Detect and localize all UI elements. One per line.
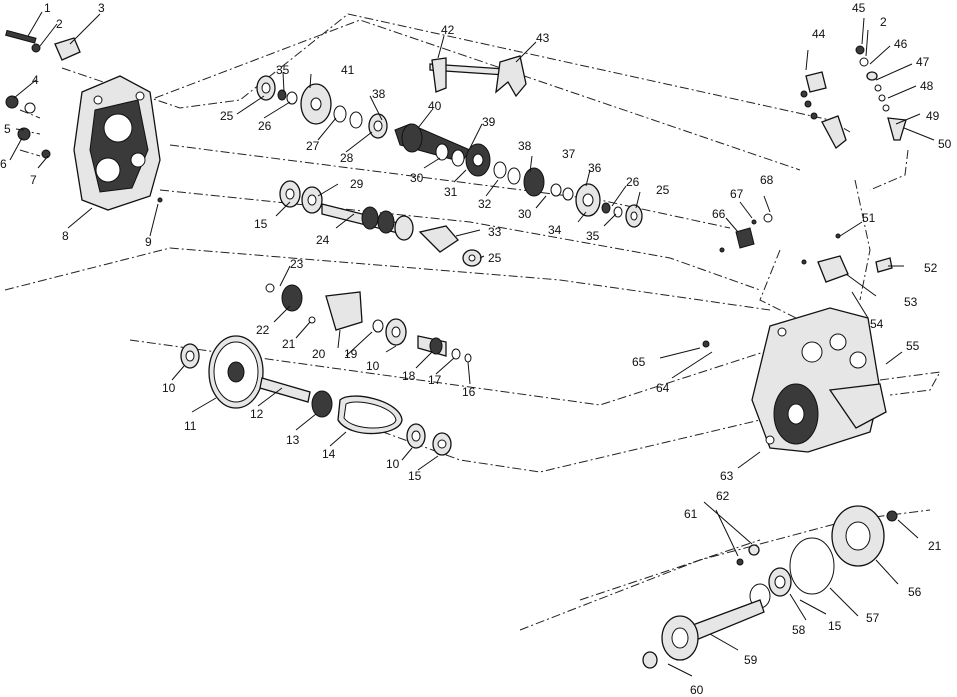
left-small-parts <box>5 29 163 203</box>
callout-label: 14 <box>322 447 336 461</box>
callout-label: 34 <box>548 223 562 237</box>
callout-label: 44 <box>812 27 826 41</box>
callout-label: 4 <box>32 73 39 87</box>
callout-label: 48 <box>920 79 934 93</box>
callout-label: 2 <box>880 15 887 29</box>
callout-label: 31 <box>444 185 458 199</box>
callout-label: 41 <box>341 63 355 77</box>
right-small-parts <box>702 45 907 348</box>
output-assembly <box>642 505 898 669</box>
callout-label: 10 <box>366 359 380 373</box>
callout-label: 8 <box>62 229 69 243</box>
callout-label: 47 <box>916 55 930 69</box>
callout-label: 60 <box>690 683 704 697</box>
callout-label: 64 <box>656 381 670 395</box>
callout-label: 32 <box>478 197 492 211</box>
callout-label: 16 <box>462 385 476 399</box>
callout-label: 50 <box>938 137 952 151</box>
callout-label: 54 <box>870 317 884 331</box>
callout-label: 37 <box>562 147 576 161</box>
callout-label: 13 <box>286 433 300 447</box>
callout-label: 26 <box>258 119 272 133</box>
callout-label: 1 <box>44 1 51 15</box>
callout-label: 45 <box>852 1 866 15</box>
callout-label: 49 <box>926 109 940 123</box>
callout-label: 63 <box>720 469 734 483</box>
assembly-guide-lines <box>4 13 941 631</box>
callout-label: 55 <box>906 339 920 353</box>
callout-label: 57 <box>866 611 880 625</box>
callout-label: 15 <box>408 469 422 483</box>
callout-label: 27 <box>306 139 320 153</box>
callout-label: 12 <box>250 407 264 421</box>
callout-label: 30 <box>410 171 424 185</box>
callout-label: 38 <box>372 87 386 101</box>
callout-label: 68 <box>760 173 774 187</box>
callout-label: 42 <box>441 23 455 37</box>
callout-label: 62 <box>716 489 730 503</box>
callout-label: 9 <box>145 235 152 249</box>
callout-label: 25 <box>656 183 670 197</box>
callout-label: 10 <box>386 457 400 471</box>
callout-label: 22 <box>256 323 270 337</box>
lower-shaft-parts <box>180 283 472 456</box>
callout-label: 65 <box>632 355 646 369</box>
callout-label: 21 <box>282 337 296 351</box>
callout-label: 25 <box>488 251 502 265</box>
callout-label: 35 <box>586 229 600 243</box>
callout-label: 5 <box>4 122 11 136</box>
callout-label: 40 <box>428 99 442 113</box>
callout-label: 21 <box>928 539 942 553</box>
callout-label: 39 <box>482 115 496 129</box>
callout-label: 56 <box>908 585 922 599</box>
callout-label: 24 <box>316 233 330 247</box>
callout-label: 15 <box>254 217 268 231</box>
callout-label: 29 <box>350 177 364 191</box>
leader-lines <box>9 11 935 677</box>
callout-label: 35 <box>276 63 290 77</box>
callout-label: 38 <box>518 139 532 153</box>
callout-label: 67 <box>730 187 744 201</box>
callout-label: 30 <box>518 207 532 221</box>
callout-label: 46 <box>894 37 908 51</box>
housing-cover <box>73 75 161 211</box>
shift-forks <box>429 55 527 98</box>
callout-label: 66 <box>712 207 726 221</box>
callout-label: 2 <box>56 17 63 31</box>
callout-label: 58 <box>792 623 806 637</box>
callout-label: 15 <box>828 619 842 633</box>
callout-label: 33 <box>488 225 502 239</box>
callout-label: 51 <box>862 211 876 225</box>
callout-label: 61 <box>684 507 698 521</box>
callout-label: 20 <box>312 347 326 361</box>
callout-label: 10 <box>162 381 176 395</box>
callout-label: 18 <box>402 369 416 383</box>
callout-label: 3 <box>98 1 105 15</box>
callout-label: 11 <box>184 419 197 433</box>
callout-label: 52 <box>924 261 938 275</box>
middle-shaft-parts <box>279 180 482 267</box>
main-housing <box>751 307 887 453</box>
upper-shaft-parts <box>256 75 643 228</box>
callout-label: 26 <box>626 175 640 189</box>
callout-label: 53 <box>904 295 918 309</box>
callout-label: 36 <box>588 161 602 175</box>
callout-label: 19 <box>344 347 358 361</box>
callout-label: 7 <box>30 173 37 187</box>
callout-label: 17 <box>428 373 442 387</box>
callout-label: 59 <box>744 653 758 667</box>
callout-label: 25 <box>220 109 234 123</box>
callout-label: 23 <box>290 257 304 271</box>
callout-label: 28 <box>340 151 354 165</box>
callout-label: 43 <box>536 31 550 45</box>
callout-label: 6 <box>0 157 7 171</box>
